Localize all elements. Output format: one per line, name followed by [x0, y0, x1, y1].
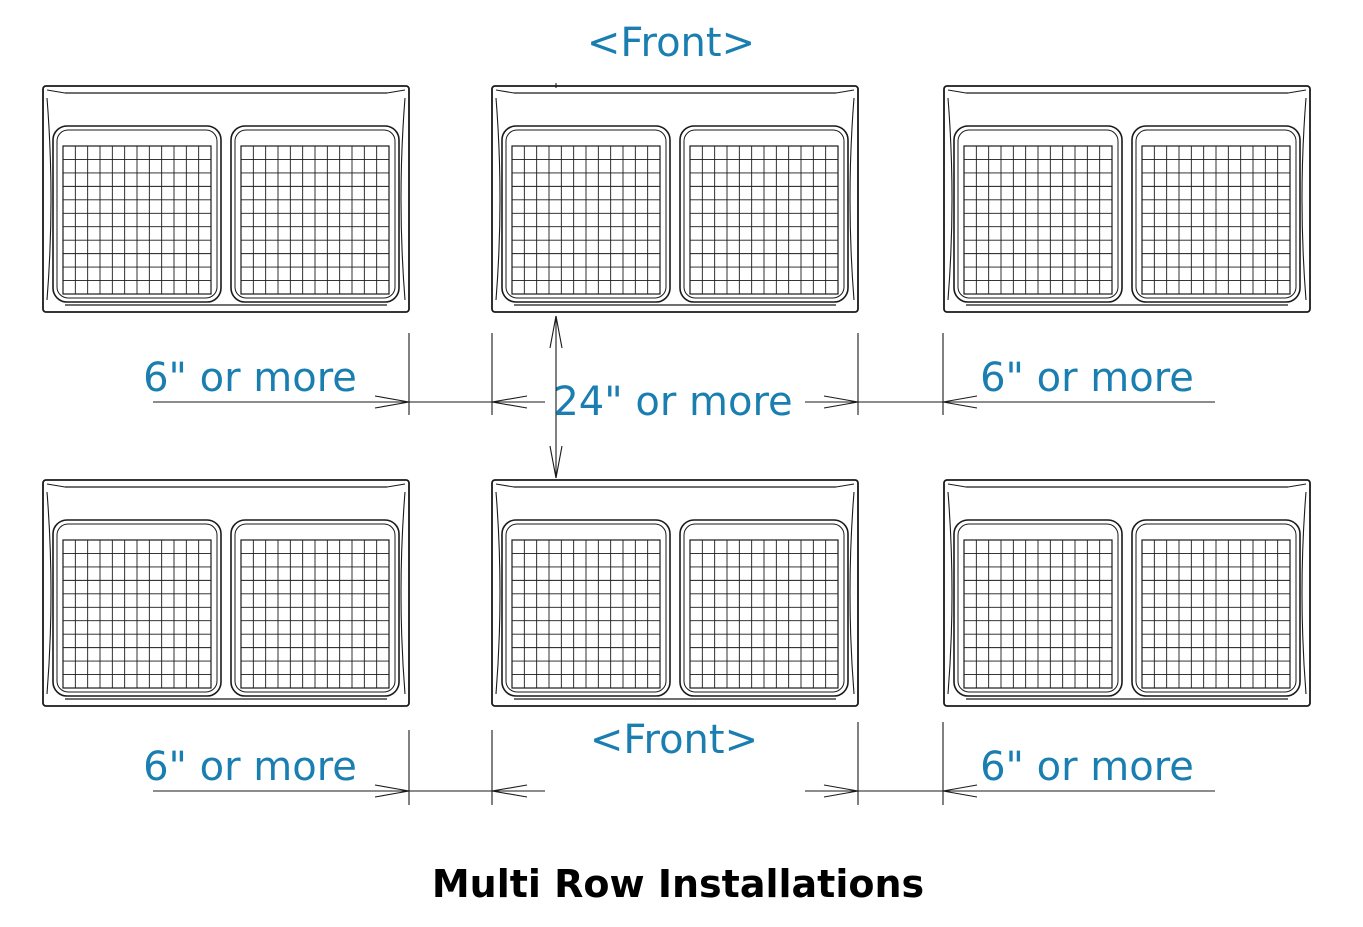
- grid-panel: [230, 125, 400, 303]
- grid-panel: [679, 125, 849, 303]
- gap-label-top-left: 6" or more: [143, 355, 357, 401]
- grid-panel: [52, 519, 222, 697]
- unit-6: [943, 479, 1311, 707]
- units-group: [42, 85, 1311, 707]
- grid-panel: [230, 519, 400, 697]
- grid-panel: [1131, 519, 1301, 697]
- front-label-top: <Front>: [587, 20, 755, 66]
- unit-4: [42, 479, 410, 707]
- unit-3: [943, 85, 1311, 313]
- dimension-top-row: [153, 83, 1215, 479]
- unit-5: [491, 479, 859, 707]
- grid-panel: [953, 519, 1123, 697]
- grid-panel: [501, 519, 671, 697]
- grid-panel: [679, 519, 849, 697]
- grid-panel: [1131, 125, 1301, 303]
- gap-label-top-right: 6" or more: [980, 355, 1194, 401]
- gap-label-between-rows: 24" or more: [553, 379, 792, 425]
- grid-panel: [52, 125, 222, 303]
- grid-panel: [953, 125, 1123, 303]
- gap-label-bottom-right: 6" or more: [980, 744, 1194, 790]
- front-label-bottom: <Front>: [590, 717, 758, 763]
- gap-label-bottom-left: 6" or more: [143, 744, 357, 790]
- dimension-bottom-row: [153, 722, 1215, 805]
- diagram-title: Multi Row Installations: [432, 862, 924, 906]
- unit-2: [491, 85, 859, 313]
- unit-1: [42, 85, 410, 313]
- grid-panel: [501, 125, 671, 303]
